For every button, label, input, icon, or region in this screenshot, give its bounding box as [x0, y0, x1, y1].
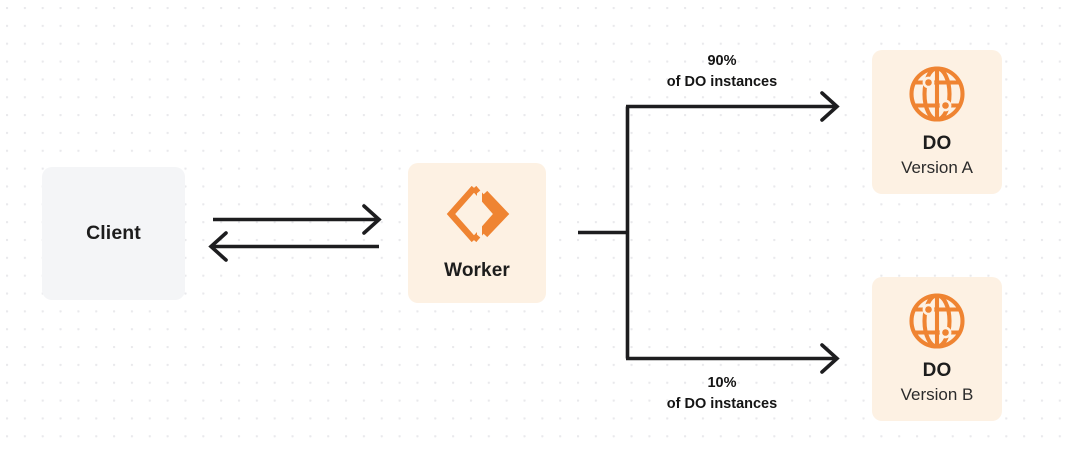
- edge-label-do-b-percent: 10%: [707, 375, 737, 391]
- arrow-worker-to-do-b: [626, 343, 840, 374]
- edge-label-do-a-subtext: of DO instances: [666, 74, 778, 91]
- node-do-b-title: DO: [922, 360, 952, 382]
- arrow-worker-to-client: [208, 231, 379, 262]
- node-client: Client: [42, 167, 185, 300]
- node-worker-title: Worker: [444, 260, 510, 282]
- arrow-worker-to-do-a: [626, 91, 840, 122]
- edge-label-do-b-subtext: of DO instances: [666, 396, 778, 413]
- edge-label-do-a-percent: 90%: [707, 53, 737, 69]
- node-do-a-subtitle: Version A: [901, 157, 973, 177]
- node-do-b-subtitle: Version B: [900, 384, 974, 404]
- node-worker: Worker: [408, 163, 546, 303]
- globe-icon: [908, 292, 966, 350]
- edge-label-do-a: 90% of DO instances: [627, 51, 817, 93]
- node-client-title: Client: [86, 222, 141, 245]
- node-do-version-b: DO Version B: [872, 277, 1002, 421]
- cloudflare-workers-icon: [444, 184, 510, 244]
- globe-icon: [908, 65, 966, 123]
- edge-label-do-b: 10% of DO instances: [627, 373, 817, 415]
- node-do-a-title: DO: [922, 133, 952, 155]
- node-do-version-a: DO Version A: [872, 50, 1002, 194]
- arrow-client-to-worker: [213, 204, 382, 235]
